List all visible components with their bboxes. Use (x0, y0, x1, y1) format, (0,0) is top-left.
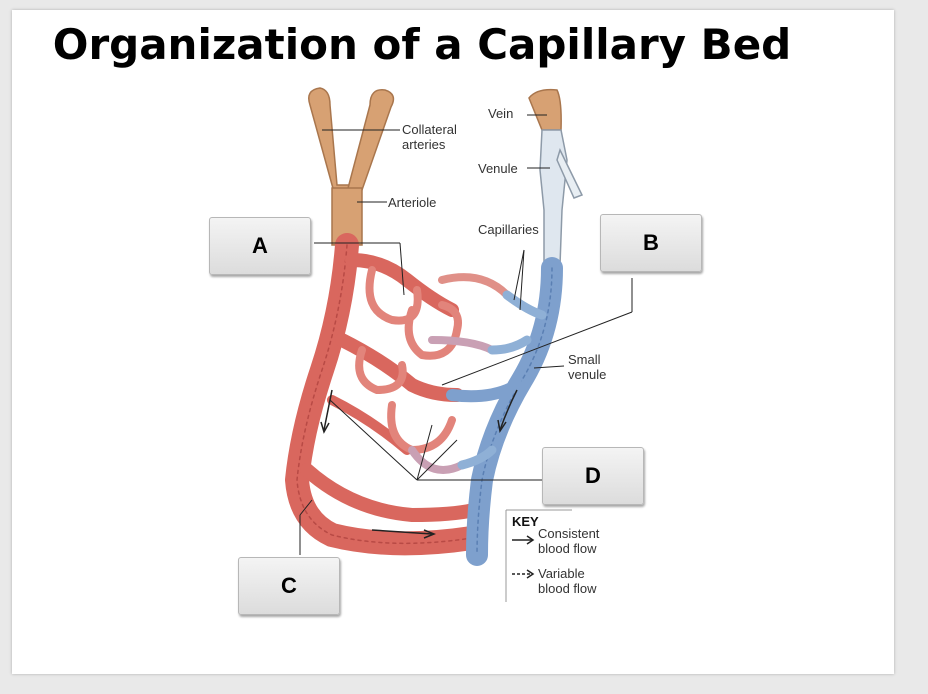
key-consistent-flow: Consistent blood flow (538, 526, 600, 556)
label-vein: Vein (488, 106, 514, 121)
label-small-venule: Small venule (568, 352, 607, 382)
key-legend: KEY (512, 514, 539, 529)
slide-title: Organization of a Capillary Bed (52, 20, 792, 69)
label-box-b[interactable]: B (600, 214, 702, 272)
artery-network (285, 233, 511, 556)
venous-network (446, 257, 563, 566)
vein-venule (528, 88, 584, 269)
label-capillaries: Capillaries (478, 222, 539, 237)
leader-lines (299, 114, 633, 555)
key-arrows (512, 535, 535, 579)
key-variable-flow: Variable blood flow (538, 566, 597, 596)
label-box-a[interactable]: A (209, 217, 311, 275)
label-venule: Venule (478, 161, 518, 176)
key-title: KEY (512, 514, 539, 529)
flow-arrows (320, 389, 518, 539)
collateral-arteries (308, 87, 395, 246)
label-collateral-arteries: Collateral arteries (402, 122, 457, 152)
capillary-bed-illustration (285, 87, 633, 602)
label-arteriole: Arteriole (388, 195, 437, 210)
label-box-d[interactable]: D (542, 447, 644, 505)
label-box-c[interactable]: C (238, 557, 340, 615)
key-frame (505, 509, 572, 602)
slide: Organization of a Capillary Bed (12, 10, 894, 674)
